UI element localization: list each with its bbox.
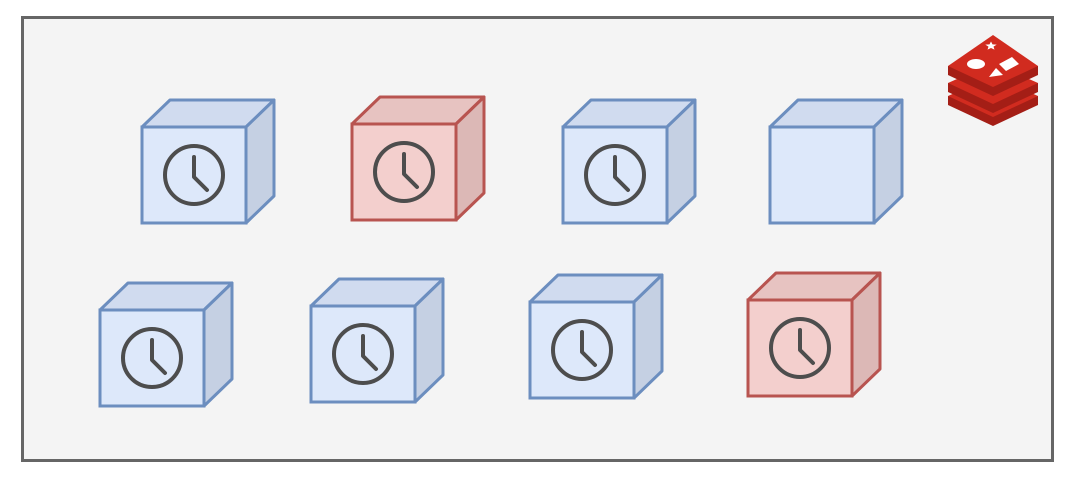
key-cube-7 <box>528 273 664 400</box>
key-cube-4 <box>768 98 904 225</box>
clock-icon <box>769 317 831 379</box>
cube-front-face <box>768 125 876 225</box>
clock-icon <box>332 323 394 385</box>
key-cube-8 <box>746 271 882 398</box>
clock-icon <box>163 144 225 206</box>
key-cube-2 <box>350 95 486 222</box>
key-cube-5 <box>98 281 234 408</box>
redis-logo-icon <box>948 35 1038 126</box>
key-cube-6 <box>309 277 445 404</box>
key-cubes <box>98 95 904 408</box>
key-cube-1 <box>140 98 276 225</box>
cube-front-face <box>746 298 854 398</box>
clock-icon <box>551 319 613 381</box>
key-cube-3 <box>561 98 697 225</box>
clock-icon <box>121 327 183 389</box>
cube-front-face <box>98 308 206 408</box>
clock-icon <box>584 144 646 206</box>
clock-icon <box>373 141 435 203</box>
